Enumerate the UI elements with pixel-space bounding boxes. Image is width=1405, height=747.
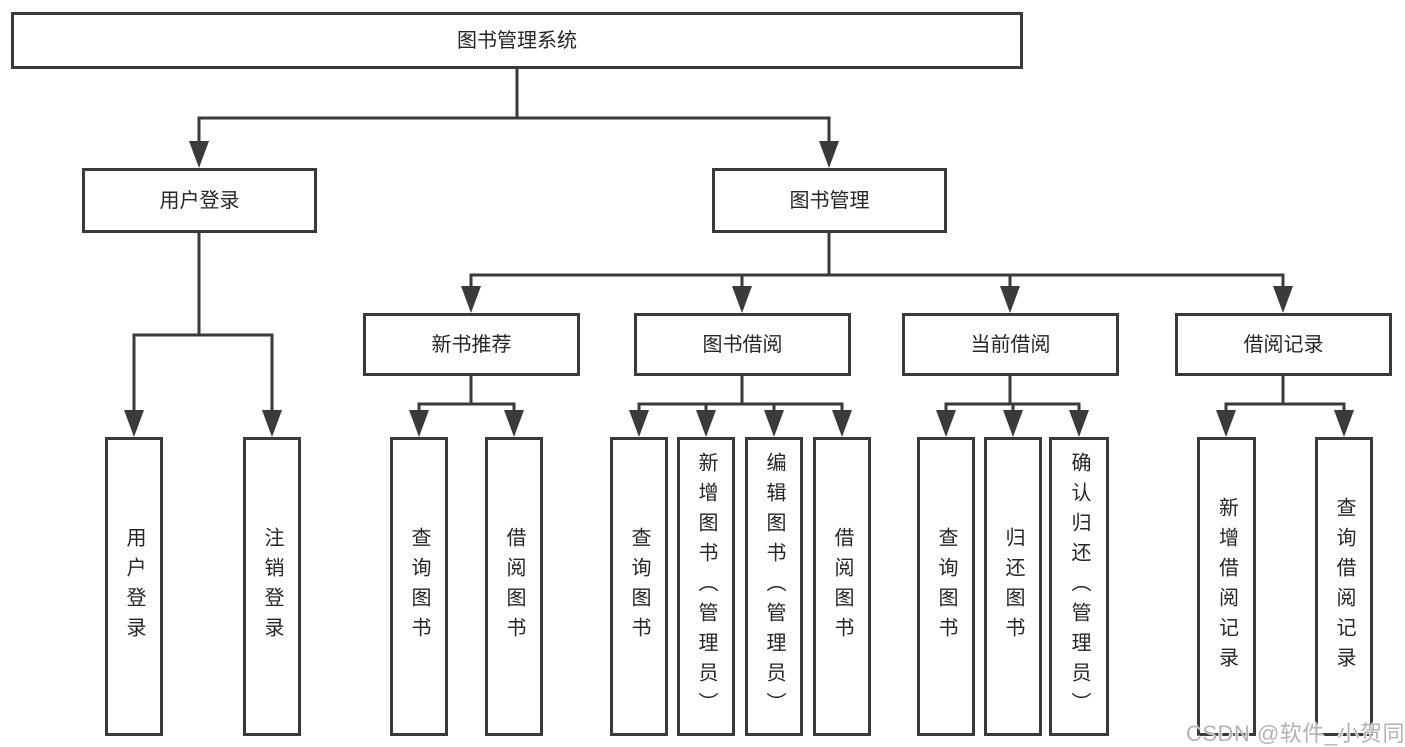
leaf-records-query-record: 查询借阅记录 bbox=[1315, 437, 1373, 736]
watermark-text: CSDN @软件_小贺同学 bbox=[1186, 721, 1405, 746]
leaf-current-return-book: 归还图书 bbox=[984, 437, 1042, 736]
leaf-borrow-query-book: 查询图书 bbox=[610, 437, 668, 736]
arrowheads bbox=[124, 141, 1354, 437]
leaf-label: 确认归还（管理员） bbox=[1068, 451, 1090, 722]
leaf-label: 新增图书（管理员） bbox=[695, 451, 717, 722]
leaf-label: 新增借阅记录 bbox=[1215, 496, 1238, 677]
node-borrow-records: 借阅记录 bbox=[1175, 313, 1392, 376]
node-label: 图书管理 bbox=[789, 189, 870, 212]
leaf-label: 借阅图书 bbox=[503, 526, 525, 647]
leaf-user-logout: 注销登录 bbox=[243, 437, 301, 736]
leaf-borrow-borrow-book: 借阅图书 bbox=[813, 437, 871, 736]
node-book-borrow: 图书借阅 bbox=[634, 313, 851, 376]
leaf-recommend-query-book: 查询图书 bbox=[390, 437, 448, 736]
node-new-book-recommend: 新书推荐 bbox=[363, 313, 580, 376]
leaf-label: 查询图书 bbox=[935, 526, 957, 647]
leaf-label: 编辑图书（管理员） bbox=[763, 451, 785, 722]
leaf-records-add-record: 新增借阅记录 bbox=[1197, 437, 1256, 736]
leaf-label: 归还图书 bbox=[1002, 526, 1024, 647]
leaf-current-query-book: 查询图书 bbox=[917, 437, 975, 736]
leaf-current-confirm-return-admin: 确认归还（管理员） bbox=[1049, 437, 1109, 736]
node-user-login: 用户登录 bbox=[82, 168, 317, 233]
leaf-user-login: 用户登录 bbox=[105, 437, 163, 736]
leaf-label: 查询图书 bbox=[408, 526, 430, 647]
node-label: 用户登录 bbox=[159, 189, 240, 212]
leaf-borrow-add-book-admin: 新增图书（管理员） bbox=[677, 437, 735, 736]
node-label: 新书推荐 bbox=[431, 333, 512, 356]
leaf-label: 查询借阅记录 bbox=[1333, 496, 1355, 677]
leaf-label: 用户登录 bbox=[123, 526, 145, 647]
leaf-label: 借阅图书 bbox=[831, 526, 853, 647]
node-label: 借阅记录 bbox=[1243, 333, 1324, 356]
node-label: 图书借阅 bbox=[702, 333, 783, 356]
leaf-borrow-edit-book-admin: 编辑图书（管理员） bbox=[745, 437, 803, 736]
node-label: 图书管理系统 bbox=[457, 29, 577, 52]
node-current-borrow: 当前借阅 bbox=[902, 313, 1119, 376]
node-label: 当前借阅 bbox=[970, 333, 1051, 356]
leaf-label: 查询图书 bbox=[628, 526, 650, 647]
node-library-management-system: 图书管理系统 bbox=[11, 12, 1023, 69]
node-book-management: 图书管理 bbox=[712, 168, 947, 233]
leaf-recommend-borrow-book: 借阅图书 bbox=[485, 437, 543, 736]
leaf-label: 注销登录 bbox=[261, 526, 283, 647]
